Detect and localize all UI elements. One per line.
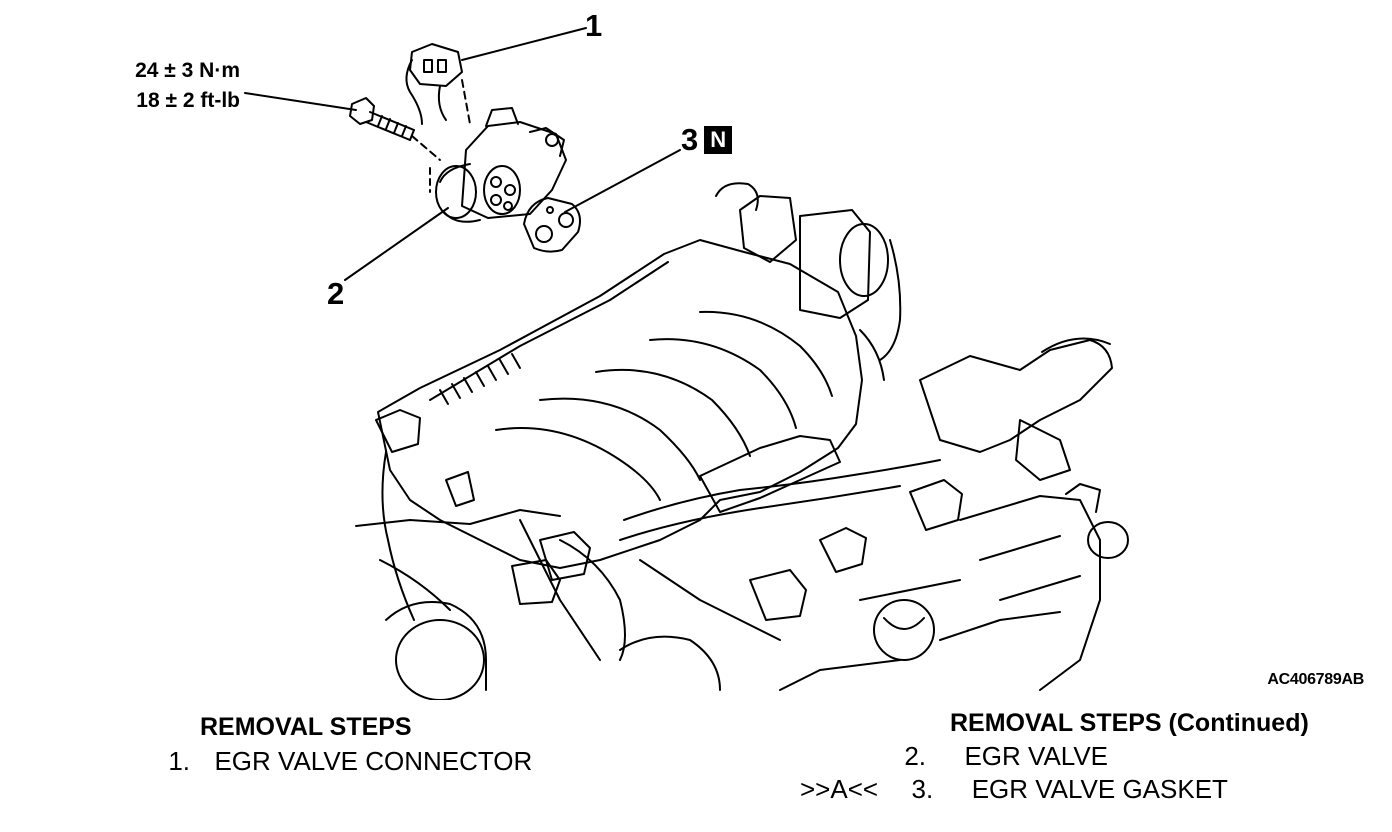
step-label: EGR VALVE GASKET — [971, 774, 1228, 804]
callout-1: 1 — [585, 10, 602, 41]
engine-intake-manifold — [355, 182, 1129, 700]
leader-line-3 — [564, 149, 681, 213]
removal-steps-title: REMOVAL STEPS — [200, 713, 412, 741]
callout-2: 2 — [327, 278, 344, 309]
egr-valve-connector — [405, 43, 471, 125]
step-number: 3. — [911, 774, 934, 804]
callout-1-number: 1 — [585, 8, 603, 43]
egr-valve — [429, 107, 567, 223]
egr-valve-gasket — [523, 197, 581, 253]
engine-egr-illustration — [244, 27, 1129, 700]
step-number: 2. — [904, 741, 926, 771]
callout-3-number: 3 — [681, 122, 699, 157]
egr-bolt — [349, 97, 441, 161]
step-number: 1. — [168, 746, 190, 776]
removal-step-2: 2. EGR VALVE — [900, 743, 1108, 769]
figure-code: AC406789AB — [1267, 671, 1364, 688]
leader-line-2 — [344, 207, 449, 281]
removal-step-1: 1. EGR VALVE CONNECTOR — [150, 748, 532, 774]
leader-line-1 — [461, 27, 587, 61]
procedure-reference: >>A<< — [800, 774, 879, 804]
step-label: EGR VALVE CONNECTOR — [214, 746, 533, 776]
torque-imperial: 18 ± 2 ft-lb — [136, 89, 240, 112]
new-part-badge: N — [704, 126, 733, 154]
removal-steps-continued-title: REMOVAL STEPS (Continued) — [950, 709, 1309, 737]
callout-2-number: 2 — [327, 276, 345, 311]
leader-line-torque — [244, 92, 357, 111]
removal-step-3: >>A<< 3. EGR VALVE GASKET — [800, 776, 1228, 802]
step-label: EGR VALVE — [964, 741, 1109, 771]
torque-metric: 24 ± 3 N·m — [135, 59, 240, 82]
torque-spec: 24 ± 3 N·m 18 ± 2 ft-lb — [40, 56, 240, 116]
